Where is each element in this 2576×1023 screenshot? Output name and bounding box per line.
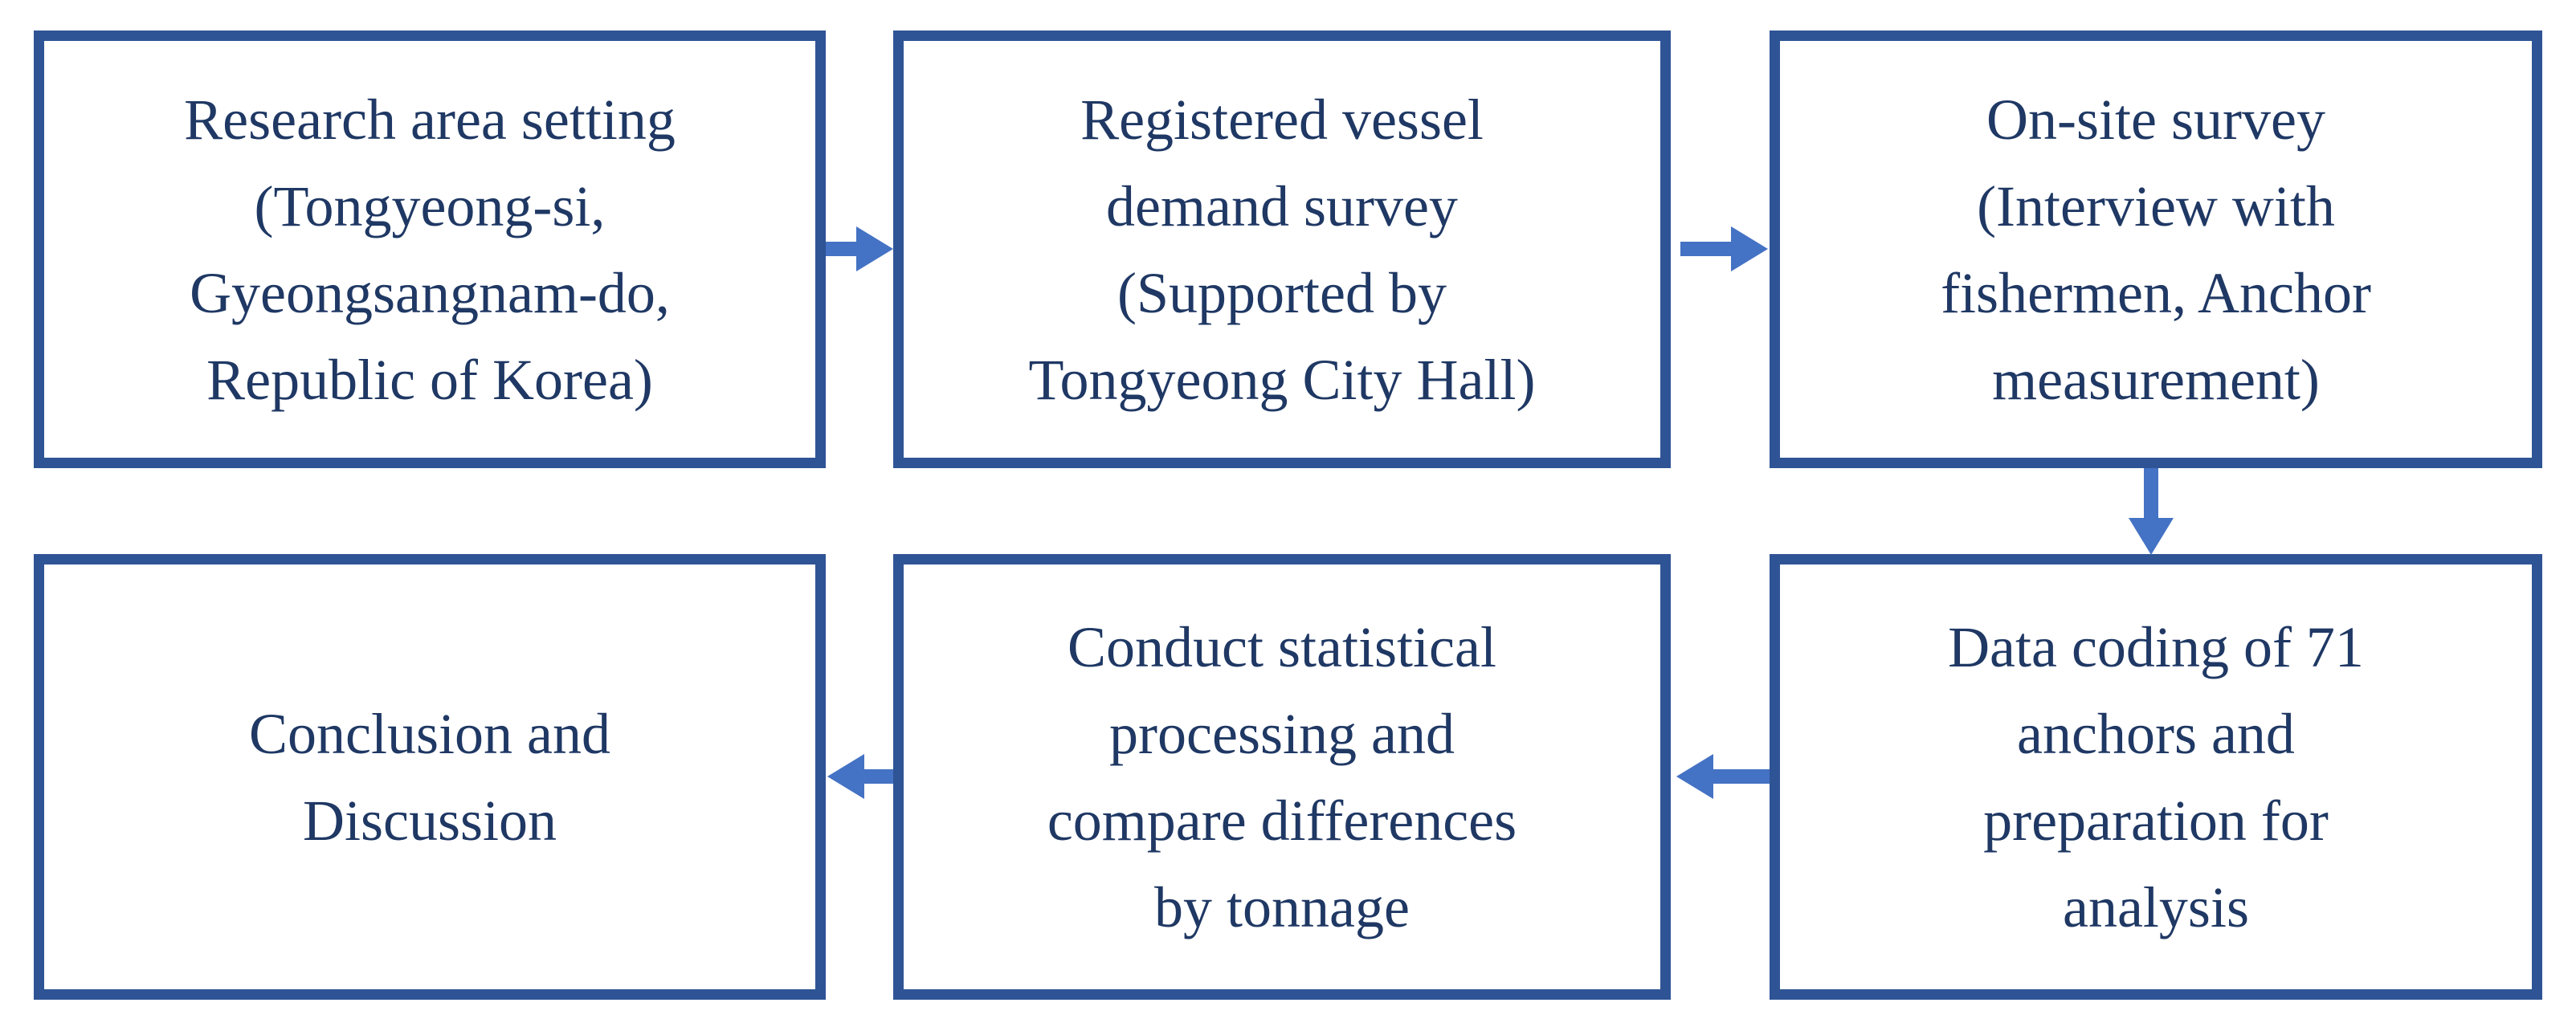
arrow-right-icon	[1731, 226, 1768, 271]
flow-box-label: Data coding of 71 anchors and preparatio…	[1948, 614, 2364, 939]
flow-box-research-area-setting: Research area setting (Tongyeong-si, Gye…	[34, 31, 826, 468]
flow-box-on-site-survey: On-site survey (Interview with fishermen…	[1770, 31, 2542, 468]
arrow-right-icon	[1680, 242, 1733, 256]
flow-box-label: Research area setting (Tongyeong-si, Gye…	[184, 87, 676, 412]
flow-box-statistical-processing: Conduct statistical processing and compa…	[893, 554, 1671, 1000]
arrow-left-icon	[863, 769, 893, 784]
flow-box-label: Conduct statistical processing and compa…	[1047, 614, 1517, 939]
arrow-left-icon	[1712, 769, 1770, 784]
arrow-down-icon	[2144, 468, 2158, 520]
arrow-down-icon	[2129, 518, 2174, 555]
arrow-right-icon	[826, 242, 858, 256]
arrow-left-icon	[1676, 754, 1713, 799]
flow-box-label: On-site survey (Interview with fishermen…	[1941, 87, 2371, 412]
arrow-left-icon	[827, 754, 864, 799]
flow-box-conclusion-and-discussion: Conclusion and Discussion	[34, 554, 826, 1000]
flow-box-registered-vessel-demand-survey: Registered vessel demand survey (Support…	[893, 31, 1671, 468]
flow-box-data-coding: Data coding of 71 anchors and preparatio…	[1770, 554, 2542, 1000]
arrow-right-icon	[856, 226, 893, 271]
flow-box-label: Registered vessel demand survey (Support…	[1028, 87, 1536, 412]
flow-box-label: Conclusion and Discussion	[249, 701, 610, 853]
